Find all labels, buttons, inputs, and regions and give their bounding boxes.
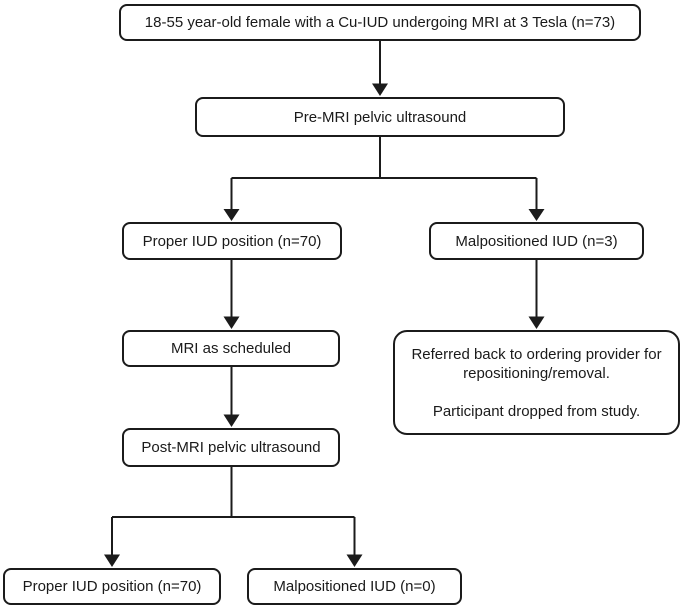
- arrowhead-malpospost: [346, 554, 363, 567]
- arrowhead-mrischeduled: [223, 316, 240, 329]
- edge-postmri-split: [112, 467, 355, 518]
- referred-text-line1: Referred back to ordering provider for r…: [411, 345, 662, 382]
- node-mri-as-scheduled: MRI as scheduled: [122, 330, 340, 367]
- node-post-mri-ultrasound: Post-MRI pelvic ultrasound: [122, 428, 340, 467]
- node-proper-position-post: Proper IUD position (n=70): [3, 568, 221, 605]
- node-referred-dropped: Referred back to ordering provider for r…: [393, 330, 680, 435]
- arrowhead-properpost: [104, 554, 120, 567]
- edge-premri-split: [231, 137, 537, 179]
- arrowhead-premri: [372, 83, 388, 96]
- node-proper-position-pre: Proper IUD position (n=70): [122, 222, 342, 260]
- arrowhead-postmri: [223, 414, 240, 427]
- arrowhead-properpre: [223, 209, 240, 221]
- node-pre-mri-ultrasound: Pre-MRI pelvic ultrasound: [195, 97, 565, 137]
- arrowhead-referred: [528, 316, 545, 329]
- node-malpositioned-post: Malpositioned IUD (n=0): [247, 568, 462, 605]
- arrowhead-malpospre: [528, 209, 545, 221]
- node-malpositioned-pre: Malpositioned IUD (n=3): [429, 222, 644, 260]
- node-eligible-population: 18-55 year-old female with a Cu-IUD unde…: [119, 4, 641, 41]
- referred-text-line2: Participant dropped from study.: [432, 402, 641, 420]
